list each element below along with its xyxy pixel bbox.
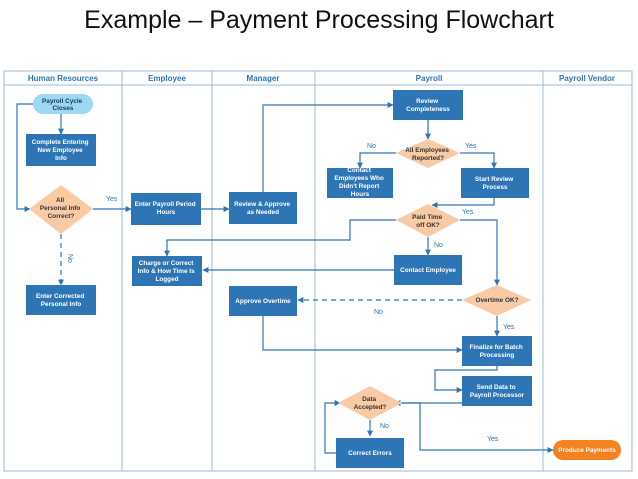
text-finalize-batch: Finalize for Batch Processing [469,344,524,359]
node-finalize-batch [462,336,532,366]
text-data-accepted: Data Accepted? [354,396,387,411]
text-overtime-ok: Overtime OK? [476,297,519,304]
text-complete-entering: Complete Entering New Employee Info [32,139,91,162]
page-title: Example – Payment Processing Flowchart [84,6,554,34]
node-contact-employee [394,255,462,285]
edge-start-loop-to-decision [16,103,33,212]
label-no-data: No [380,423,389,430]
lane-header-payroll: Payroll [416,74,443,83]
text-payroll-cycle-closes: Payroll Cycle Closes [42,98,84,112]
node-produce-payments [553,440,621,460]
node-charge-or-correct [132,256,202,286]
lane-headers: Human Resources Employee Manager Payroll… [28,74,615,83]
edge-employees-yes-to-start-review [460,152,497,169]
text-review-approve: Review & Approve as Needed [234,201,292,216]
node-labels: Payroll Cycle Closes Complete Entering N… [32,98,617,457]
text-paid-time-off: Paid Time off OK? [412,214,444,229]
node-review-approve [229,192,297,224]
node-data-accepted [338,386,402,420]
edge-start-review-to-pto [431,198,495,208]
text-start-review: Start Review Process [475,176,515,191]
label-yes-personal: Yes [106,196,118,203]
node-contact-employees [327,168,393,198]
edge-employees-no-to-contact [357,152,396,169]
label-yes-overtime: Yes [503,324,515,331]
node-enter-corrected [26,285,96,315]
text-review-completeness: Review Completeness [406,98,450,113]
edge-pto-to-charge-correct [164,219,396,257]
node-enter-payroll-hours [131,193,201,225]
node-all-employees-reported [396,139,460,168]
text-correct-errors: Correct Errors [348,450,392,457]
node-approve-overtime [229,286,297,316]
text-enter-payroll-hours: Enter Payroll Period Hours [135,201,198,216]
text-produce-payments: Produce Payments [558,447,616,454]
text-contact-employees: Contact Employees Who Didn't Report Hour… [334,167,385,198]
edge-approve-to-finalize [262,316,463,353]
text-all-employees-reported: All Employees Reported? [405,147,450,162]
text-all-personal-info: All Personal Info Correct? [40,197,82,220]
node-all-personal-info [29,185,93,234]
node-start-review [461,168,529,198]
shapes [26,90,621,468]
lane-header-human-resources: Human Resources [28,74,99,83]
text-contact-employee: Contact Employee [400,267,456,274]
node-overtime-ok [462,285,531,316]
lane-header-manager: Manager [247,74,280,83]
connectors [16,102,554,454]
edge-labels: Yes No No Yes Yes No No Yes No Yes [66,143,515,443]
node-paid-time-off [396,204,460,237]
lane-header-payroll-vendor: Payroll Vendor [559,74,615,83]
edge-review-to-completeness [262,102,394,192]
label-no-personal: No [66,254,73,263]
node-complete-entering [26,134,96,166]
node-send-data [462,376,532,406]
swimlane-frame [3,70,633,472]
label-no-employees: No [367,143,376,150]
label-yes-pto: Yes [462,209,474,216]
text-approve-overtime: Approve Overtime [235,298,291,305]
text-charge-or-correct: Charge or Correct Info & How Time Is Log… [138,260,197,283]
node-payroll-cycle-closes [33,94,93,114]
text-send-data: Send Data to Payroll Processor [470,384,525,399]
edge-finalize-to-send [434,365,498,393]
node-review-completeness [393,90,463,120]
edge-correct-loop-to-data [324,400,341,454]
edge-pto-yes-to-overtime [460,219,500,286]
label-no-pto: No [434,242,443,249]
label-yes-data: Yes [487,436,499,443]
lane-header-employee: Employee [148,74,186,83]
text-enter-corrected: Enter Corrected Personal Info [36,293,86,308]
label-no-overtime: No [374,309,383,316]
edge-data-yes-to-produce [402,402,554,453]
label-yes-employees: Yes [465,143,477,150]
node-correct-errors [336,438,404,468]
